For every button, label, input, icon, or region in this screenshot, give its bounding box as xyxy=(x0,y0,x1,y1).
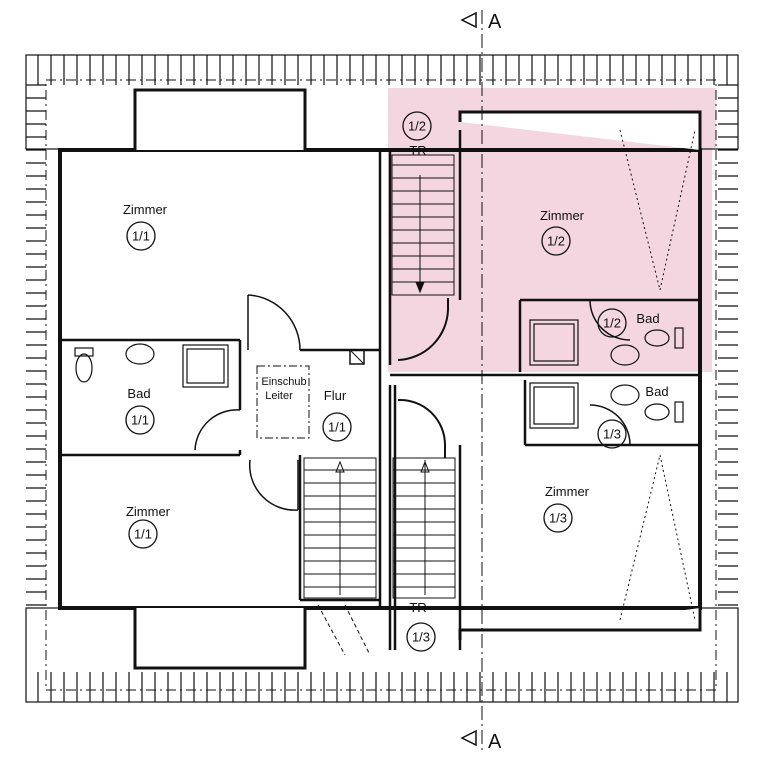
unit-number: 1/1 xyxy=(131,413,149,428)
toilet-icon xyxy=(644,329,670,347)
unit-number: 1/1 xyxy=(134,527,152,542)
interior-walls xyxy=(60,130,700,650)
shower-icon xyxy=(529,319,579,366)
room-name: Zimmer xyxy=(123,202,168,217)
stairs-lower-right xyxy=(392,398,456,599)
room-name: Bad xyxy=(636,311,659,326)
unit-number: 1/3 xyxy=(603,427,621,442)
room-name: TR xyxy=(409,143,426,158)
skylights xyxy=(619,129,696,621)
sink-icon xyxy=(610,384,640,406)
stairs-center xyxy=(303,457,377,656)
unit-number: 1/3 xyxy=(549,511,567,526)
einschub-leiter-outline xyxy=(256,365,310,439)
room-labels: Zimmer Bad Zimmer Flur Einschub Leiter T… xyxy=(123,143,669,615)
toilet-icon xyxy=(644,403,670,421)
section-arrow-top-icon xyxy=(460,11,477,29)
dormer-walls xyxy=(60,88,702,670)
shower-icon xyxy=(182,344,229,388)
roof-dashed-outline xyxy=(45,79,717,691)
chimney xyxy=(349,349,365,365)
room-name: Zimmer xyxy=(545,484,590,499)
unit-numbers: 1/1 1/1 1/1 1/1 1/2 1/2 1/2 1/3 1/3 1/3 xyxy=(131,119,621,645)
unit-markers xyxy=(125,111,627,652)
room-name: Bad xyxy=(127,386,150,401)
unit-number: 1/1 xyxy=(132,229,150,244)
section-label-top: A xyxy=(488,11,502,33)
sink-icon xyxy=(125,343,155,365)
room-name: Einschub xyxy=(261,376,306,388)
room-name: Bad xyxy=(645,384,668,399)
room-name: TR xyxy=(409,600,426,615)
unit-number: 1/3 xyxy=(412,630,430,645)
section-label-bottom: A xyxy=(488,731,502,753)
toilet-icon xyxy=(75,353,93,383)
shower-icon xyxy=(529,382,579,429)
roof-tiles xyxy=(25,54,739,703)
doors xyxy=(194,294,631,511)
sink-icon xyxy=(610,344,640,366)
room-name: Flur xyxy=(324,388,347,403)
section-arrow-bottom-icon xyxy=(460,729,477,747)
stairs-upper-right xyxy=(391,154,455,361)
unit-number: 1/2 xyxy=(547,234,565,249)
room-name: Zimmer xyxy=(540,208,585,223)
fixtures xyxy=(74,319,684,429)
unit-number: 1/2 xyxy=(603,316,621,331)
room-name: Zimmer xyxy=(126,504,171,519)
unit-number: 1/1 xyxy=(328,420,346,435)
room-name: Leiter xyxy=(265,390,293,402)
unit-number: 1/2 xyxy=(408,119,426,134)
